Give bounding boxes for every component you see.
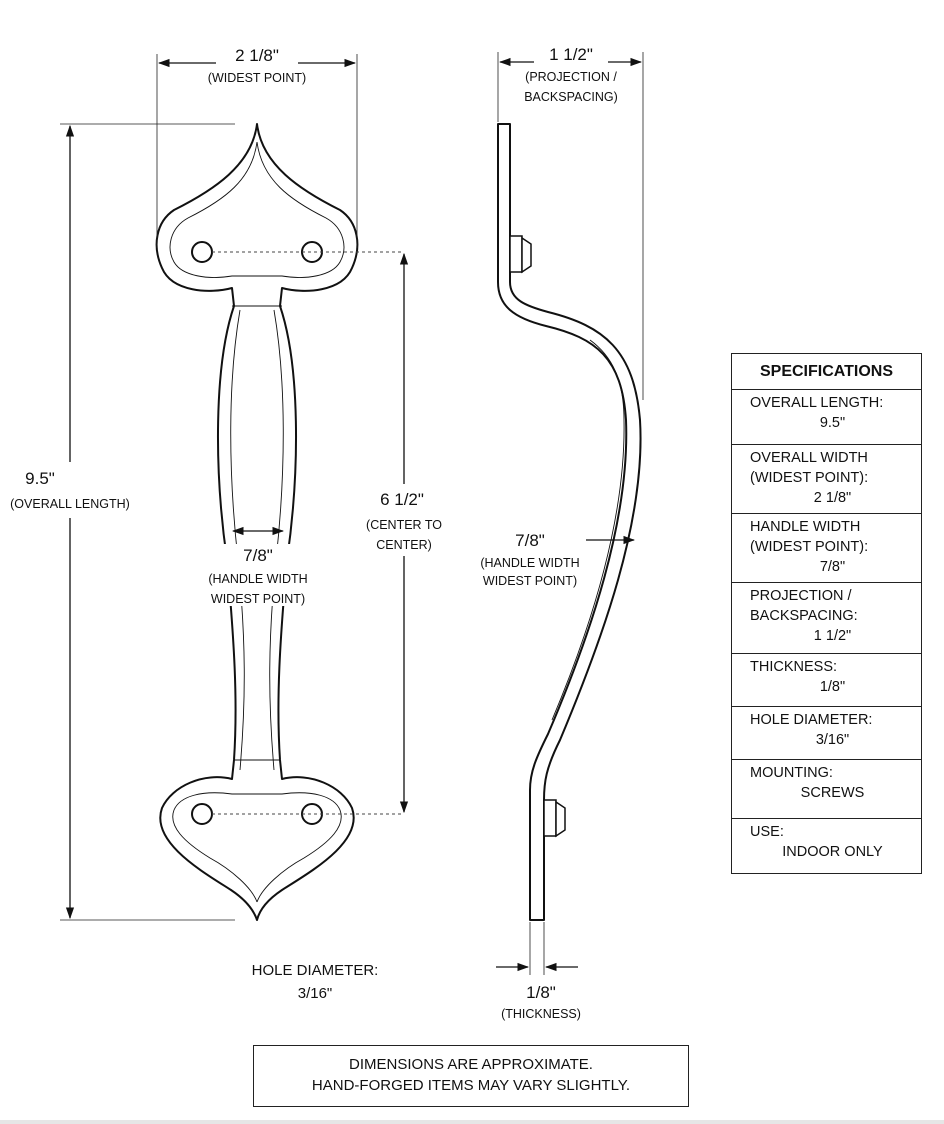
spec-value: INDOOR ONLY bbox=[782, 844, 883, 860]
projection-value: 1 1/2" bbox=[549, 45, 593, 64]
spec-label: OVERALL LENGTH: bbox=[750, 395, 884, 411]
hole-bottom-left bbox=[191, 803, 213, 825]
side-view-handle bbox=[497, 123, 642, 921]
spec-row: THICKNESS: 1/8" bbox=[732, 654, 921, 707]
center-note-2: CENTER) bbox=[376, 538, 432, 552]
side-handle-inner-line bbox=[551, 339, 625, 721]
projection-note-2: BACKSPACING) bbox=[524, 90, 618, 104]
spec-label: OVERALL WIDTH (WIDEST POINT): bbox=[750, 450, 869, 486]
spec-label: HANDLE WIDTH (WIDEST POINT): bbox=[750, 519, 869, 555]
specifications-table: SPECIFICATIONS OVERALL LENGTH:9.5"OVERAL… bbox=[731, 353, 922, 874]
side-handle-value: 7/8" bbox=[515, 531, 545, 550]
dim-projection: 1 1/2" (PROJECTION / BACKSPACING) bbox=[497, 45, 644, 400]
spec-row: HANDLE WIDTH (WIDEST POINT): 7/8" bbox=[732, 514, 921, 583]
spec-label: PROJECTION / BACKSPACING: bbox=[750, 588, 858, 624]
width-note: (WIDEST POINT) bbox=[208, 71, 306, 85]
specifications-rows: OVERALL LENGTH: 9.5" OVERALL WIDTH (WIDEST… bbox=[732, 390, 921, 873]
disclaimer-line-1: DIMENSIONS ARE APPROXIMATE. bbox=[349, 1056, 593, 1073]
hole-diameter-label: HOLE DIAMETER: 3/16" bbox=[252, 962, 379, 1002]
front-handle-value: 7/8" bbox=[243, 546, 273, 565]
dim-thickness: 1/8" (THICKNESS) bbox=[496, 922, 581, 1021]
front-handle-note-2: WIDEST POINT) bbox=[211, 592, 305, 606]
dim-front-handle-width: 7/8" (HANDLE WIDTH WIDEST POINT) bbox=[203, 526, 313, 606]
spec-value: 7/8" bbox=[819, 559, 846, 575]
thickness-note: (THICKNESS) bbox=[501, 1007, 581, 1021]
projection-note-1: (PROJECTION / bbox=[525, 70, 617, 84]
specifications-title: SPECIFICATIONS bbox=[732, 354, 921, 390]
hole-label-1: HOLE DIAMETER: bbox=[252, 962, 379, 979]
spec-row: OVERALL WIDTH (WIDEST POINT): 2 1/8" bbox=[732, 445, 921, 514]
front-handle-note-1: (HANDLE WIDTH bbox=[208, 572, 307, 586]
spec-value: 3/16" bbox=[815, 732, 850, 748]
thickness-value: 1/8" bbox=[526, 983, 556, 1002]
spec-label: THICKNESS: bbox=[750, 659, 838, 675]
side-handle-note-2: WIDEST POINT) bbox=[483, 574, 577, 588]
front-handle-outline bbox=[155, 123, 359, 921]
length-note: (OVERALL LENGTH) bbox=[10, 497, 130, 511]
spec-value: 1/8" bbox=[819, 679, 846, 695]
spec-row: HOLE DIAMETER: 3/16" bbox=[732, 707, 921, 760]
spec-value: 1 1/2" bbox=[813, 628, 852, 644]
dim-side-handle-width: 7/8" (HANDLE WIDTH WIDEST POINT) bbox=[474, 528, 636, 590]
hole-label-2: 3/16" bbox=[298, 985, 333, 1002]
spec-value: 9.5" bbox=[819, 415, 846, 431]
dim-center-to-center: 6 1/2" (CENTER TO CENTER) bbox=[352, 252, 456, 814]
dim-widest-point: 2 1/8" (WIDEST POINT) bbox=[156, 46, 358, 248]
side-handle-note-1: (HANDLE WIDTH bbox=[480, 556, 579, 570]
front-top-inner-contour bbox=[169, 141, 345, 278]
hole-top-left bbox=[191, 241, 213, 263]
length-value: 9.5" bbox=[25, 469, 55, 488]
spec-row: MOUNTING: SCREWS bbox=[732, 760, 921, 819]
spec-row: OVERALL LENGTH: 9.5" bbox=[732, 390, 921, 445]
side-handle-profile bbox=[497, 123, 642, 921]
spec-row: PROJECTION / BACKSPACING: 1 1/2" bbox=[732, 583, 921, 654]
dim-overall-length: 9.5" (OVERALL LENGTH) bbox=[6, 123, 235, 921]
spec-label: HOLE DIAMETER: bbox=[750, 712, 873, 728]
spec-value: SCREWS bbox=[800, 785, 865, 801]
bottom-rule bbox=[0, 1120, 944, 1124]
width-value: 2 1/8" bbox=[235, 46, 279, 65]
front-view-handle bbox=[155, 123, 404, 921]
disclaimer-line-2: HAND-FORGED ITEMS MAY VARY SLIGHTLY. bbox=[311, 1077, 631, 1094]
spec-value: 2 1/8" bbox=[813, 490, 852, 506]
top-screw-head bbox=[509, 235, 532, 274]
disclaimer-box: DIMENSIONS ARE APPROXIMATE. HAND-FORGED … bbox=[253, 1045, 689, 1107]
bottom-screw-head bbox=[543, 799, 566, 838]
center-value: 6 1/2" bbox=[380, 490, 424, 509]
center-note-1: (CENTER TO bbox=[366, 518, 442, 532]
spec-label: USE: bbox=[750, 824, 784, 840]
spec-label: MOUNTING: bbox=[750, 765, 833, 781]
front-bottom-inner-contour bbox=[172, 792, 342, 903]
spec-row: USE: INDOOR ONLY bbox=[732, 819, 921, 873]
